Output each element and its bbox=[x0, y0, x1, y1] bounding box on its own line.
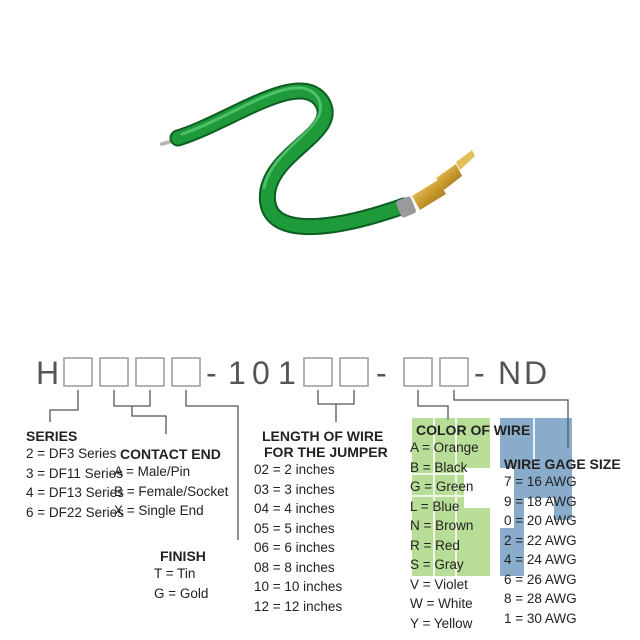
finish-item: T = Tin bbox=[154, 566, 196, 581]
length-item: 06 = 6 inches bbox=[254, 540, 335, 555]
finish-connector bbox=[185, 390, 239, 540]
series-item: 6 = DF22 Series bbox=[26, 504, 124, 520]
gage-item: 4 = 24 AWG bbox=[504, 552, 577, 567]
part-prefix: H bbox=[36, 355, 59, 391]
length-section: LENGTH OF WIRE FOR THE JUMPER 02 = 2 inc… bbox=[254, 428, 388, 616]
wire-gage-title: WIRE GAGE SIZE bbox=[504, 456, 621, 472]
color-item: R = Red bbox=[410, 537, 460, 553]
color-item: L = Blue bbox=[410, 498, 460, 514]
length-box-1 bbox=[303, 357, 333, 387]
series-item: 2 = DF3 Series bbox=[26, 446, 117, 461]
dash-3: - bbox=[474, 355, 485, 391]
dash-2: - bbox=[376, 355, 387, 391]
finish-section: FINISH T = Tin G = Gold bbox=[154, 548, 208, 603]
color-item: A = Orange bbox=[410, 440, 479, 455]
gage-item: 9 = 18 AWG bbox=[504, 493, 577, 509]
length-item: 12 = 12 inches bbox=[254, 598, 343, 614]
gage-item: 1 = 30 AWG bbox=[504, 610, 577, 626]
letter-d: D bbox=[524, 355, 547, 391]
length-title-line1: LENGTH OF WIRE bbox=[262, 428, 384, 444]
letter-n: N bbox=[498, 355, 521, 391]
wire-gage-section: WIRE GAGE SIZE 7 = 16 AWG 9 = 18 AWG 0 =… bbox=[500, 456, 621, 628]
digit-0: 0 bbox=[252, 355, 270, 391]
series-section: SERIES 2 = DF3 Series 3 = DF11 Series 4 … bbox=[26, 428, 124, 522]
color-item: S = Gray bbox=[410, 557, 464, 572]
logo-green-shape bbox=[412, 418, 490, 576]
digit-1: 1 bbox=[228, 355, 246, 391]
gage-item: 7 = 16 AWG bbox=[504, 474, 577, 489]
color-of-wire-title: COLOR OF WIRE bbox=[416, 422, 531, 438]
length-box-2 bbox=[339, 357, 369, 387]
part-number-diagram: H - 1 0 1 - - N D bbox=[36, 355, 547, 391]
color-item: B = Black bbox=[410, 459, 468, 475]
color-connector bbox=[417, 390, 449, 420]
digit-1b: 1 bbox=[278, 355, 296, 391]
color-item: W = White bbox=[410, 596, 473, 611]
finish-box bbox=[171, 357, 201, 387]
crimp-contact bbox=[396, 150, 475, 218]
series-title: SERIES bbox=[26, 428, 78, 444]
gage-box bbox=[439, 357, 469, 387]
wire-highlight bbox=[180, 86, 322, 190]
length-bracket bbox=[317, 390, 355, 405]
contact-end-item: A = Male/Pin bbox=[114, 464, 191, 479]
contact-end-box-1 bbox=[99, 357, 129, 387]
contact-end-box-2 bbox=[135, 357, 165, 387]
length-item: 05 = 5 inches bbox=[254, 520, 335, 536]
contact-end-title: CONTACT END bbox=[120, 446, 221, 462]
color-box bbox=[403, 357, 433, 387]
length-item: 03 = 3 inches bbox=[254, 481, 335, 497]
contact-end-section: CONTACT END A = Male/Pin B = Female/Sock… bbox=[114, 446, 228, 521]
contact-end-item: X = Single End bbox=[114, 503, 204, 518]
dash-1: - bbox=[206, 355, 217, 391]
jumper-wire-photo bbox=[160, 82, 475, 236]
length-item: 04 = 4 inches bbox=[254, 501, 335, 516]
color-item: G = Green bbox=[410, 479, 474, 494]
gage-item: 2 = 22 AWG bbox=[504, 532, 577, 548]
color-item: N = Brown bbox=[410, 518, 474, 533]
length-title-line2: FOR THE JUMPER bbox=[264, 444, 388, 460]
gage-item: 8 = 28 AWG bbox=[504, 591, 577, 606]
series-connector bbox=[49, 390, 79, 422]
gage-item: 0 = 20 AWG bbox=[504, 513, 577, 528]
contact-end-bracket bbox=[113, 390, 151, 407]
gage-item: 6 = 26 AWG bbox=[504, 571, 577, 587]
finish-item: G = Gold bbox=[154, 585, 209, 601]
color-item: Y = Yellow bbox=[410, 615, 473, 631]
series-item: 3 = DF11 Series bbox=[26, 465, 123, 481]
length-item: 10 = 10 inches bbox=[254, 579, 343, 594]
contact-end-item: B = Female/Socket bbox=[114, 483, 229, 499]
series-box bbox=[63, 357, 93, 387]
contact-end-connector bbox=[131, 406, 167, 434]
color-item: V = Violet bbox=[410, 576, 468, 592]
finish-title: FINISH bbox=[160, 548, 206, 564]
logo-blue-shape bbox=[500, 418, 572, 576]
digikey-logo-watermark bbox=[412, 418, 572, 576]
color-of-wire-section: COLOR OF WIRE A = Orange B = Black G = G… bbox=[410, 422, 530, 633]
length-item: 08 = 8 inches bbox=[254, 559, 335, 575]
wire-body bbox=[171, 84, 411, 234]
series-item: 4 = DF13 Series bbox=[26, 485, 124, 500]
length-item: 02 = 2 inches bbox=[254, 462, 335, 477]
